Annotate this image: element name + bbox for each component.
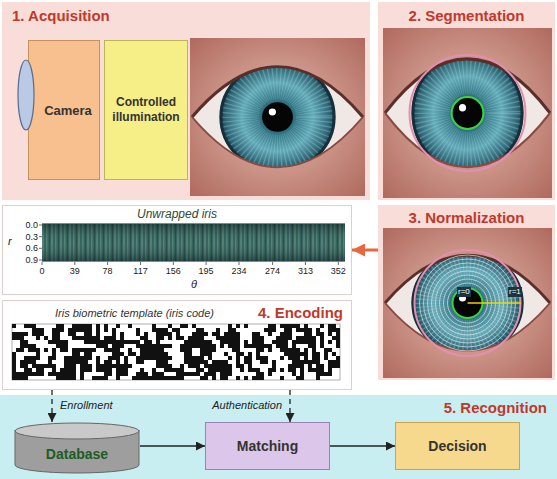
recognition-band: 5. RecognitionDatabase Matching Decision <box>0 395 557 479</box>
edge-label: Authentication <box>210 399 284 412</box>
axis-tick: 78 <box>103 266 113 276</box>
dashed-arrow <box>51 390 52 422</box>
panel-title: 3. Normalization <box>384 209 549 227</box>
panel-title: 2. Segmentation <box>384 7 549 25</box>
eye-photo <box>190 38 365 196</box>
axis-label: r <box>8 235 12 248</box>
segmented-eye <box>383 28 552 198</box>
edge-label: Authentication <box>210 399 284 412</box>
radius-label: r=0 <box>457 287 471 297</box>
axis-tick: 39 <box>70 266 80 276</box>
box-label: Database <box>46 446 108 463</box>
box-label: Decision <box>428 438 486 455</box>
radius-label: r=1 <box>508 287 522 297</box>
edge-label: Enrollment <box>58 399 115 412</box>
box-label: Controlled illumination <box>109 95 183 125</box>
axis-tick: 352 <box>331 266 346 276</box>
unwrapped-panel: Unwrapped iris <box>2 205 352 295</box>
panel-subtitle: Iris biometric template (iris code) <box>11 304 258 319</box>
axis-tick: 0.0 <box>25 220 38 230</box>
panel-title: 4. Encoding <box>258 304 343 322</box>
iris-code <box>12 324 340 380</box>
encoding-panel: 4. EncodingIris biometric template (iris… <box>2 300 352 390</box>
axis-tick: 117 <box>133 266 147 276</box>
axis-tick: 0.6 <box>25 243 38 253</box>
camera-lens <box>18 60 34 130</box>
process-box: Matching <box>205 422 330 470</box>
dashed-arrow <box>289 390 290 422</box>
axis-tick: 78 <box>103 266 113 276</box>
axis-tick: 0.9 <box>25 255 38 265</box>
axis-tick: 117 <box>133 266 147 276</box>
illumination-box: Controlled illumination <box>104 40 188 180</box>
axis-tick: 0.9 <box>25 255 38 265</box>
axis-label: θ <box>191 278 197 291</box>
flow-arrow <box>140 445 205 447</box>
axis-tick: 274 <box>265 266 280 276</box>
radius-label: r=1 <box>508 287 522 297</box>
axis-tick: 0 <box>39 266 44 276</box>
axis-tick: 274 <box>265 266 280 276</box>
axis-tick: 39 <box>70 266 80 276</box>
axis-tick: 195 <box>199 266 214 276</box>
camera-box: Camera <box>28 40 100 180</box>
box-label: Matching <box>237 438 298 455</box>
axis-tick: 0 <box>39 266 44 276</box>
axis-tick: 0.0 <box>25 220 38 230</box>
box-label: Camera <box>44 103 92 118</box>
axis-tick: 0.3 <box>25 232 38 242</box>
axis-tick: 234 <box>231 266 246 276</box>
axis-tick: 313 <box>298 266 313 276</box>
plot-title: Unwrapped iris <box>7 207 347 222</box>
panel-title: 1. Acquisition <box>12 7 360 25</box>
normalized-eye <box>383 228 552 378</box>
radius-label: r=0 <box>457 287 471 297</box>
axis-tick: 313 <box>298 266 313 276</box>
decision-box: Decision <box>395 422 520 470</box>
flow-arrow <box>330 445 395 447</box>
axis-tick: 352 <box>331 266 346 276</box>
axis-tick: 0.3 <box>25 232 38 242</box>
unwrapped-strip <box>39 223 345 265</box>
normalization-panel: 3. Normalization <box>378 205 555 380</box>
segmentation-panel: 2. Segmentation <box>378 2 555 200</box>
panel-title: 5. Recognition <box>10 399 547 417</box>
acquisition-panel: 1. AcquisitionCamera Controlled illuminat… <box>2 2 370 200</box>
axis-tick: 195 <box>199 266 214 276</box>
axis-tick: 0.6 <box>25 243 38 253</box>
database-cylinder: Database <box>14 422 140 474</box>
edge-label: Enrollment <box>58 399 115 412</box>
flow-arrow <box>352 249 378 252</box>
axis-tick: 156 <box>166 266 181 276</box>
axis-label: r <box>8 235 12 248</box>
axis-label: θ <box>191 278 197 291</box>
axis-tick: 156 <box>166 266 181 276</box>
axis-tick: 234 <box>231 266 246 276</box>
